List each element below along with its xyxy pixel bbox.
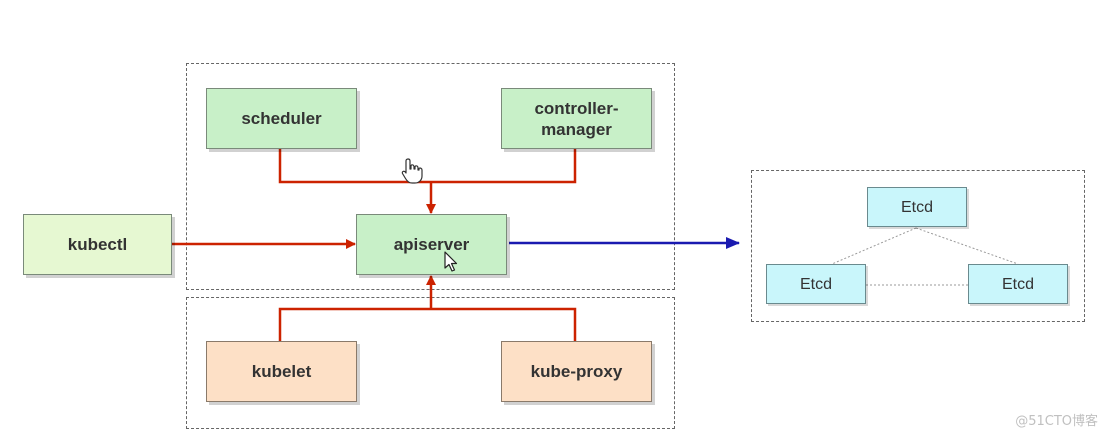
kubectl-node: kubectl <box>23 214 172 275</box>
apiserver-node: apiserver <box>356 214 507 275</box>
scheduler-node: scheduler <box>206 88 357 149</box>
watermark: @51CTO博客 <box>1015 414 1098 429</box>
etcd-node-right: Etcd <box>968 264 1068 304</box>
etcd-right-label: Etcd <box>1001 275 1034 293</box>
kubectl-label: kubectl <box>67 235 128 254</box>
etcd-left-label: Etcd <box>799 275 832 293</box>
etcd-node-top: Etcd <box>867 187 967 227</box>
etcd-top-label: Etcd <box>900 198 933 216</box>
kubelet-label: kubelet <box>251 362 312 381</box>
hand-pointer-cursor-icon <box>401 158 423 184</box>
kube-proxy-label: kube-proxy <box>530 362 623 381</box>
controller-manager-node: controller- manager <box>501 88 652 149</box>
etcd-node-left: Etcd <box>766 264 866 304</box>
arrow-cursor-icon <box>444 251 458 272</box>
apiserver-label: apiserver <box>393 235 470 254</box>
scheduler-label: scheduler <box>241 109 322 128</box>
controller-manager-label: controller- manager <box>534 98 619 139</box>
kube-proxy-node: kube-proxy <box>501 341 652 402</box>
kubelet-node: kubelet <box>206 341 357 402</box>
etcd-cluster-group <box>751 170 1085 322</box>
